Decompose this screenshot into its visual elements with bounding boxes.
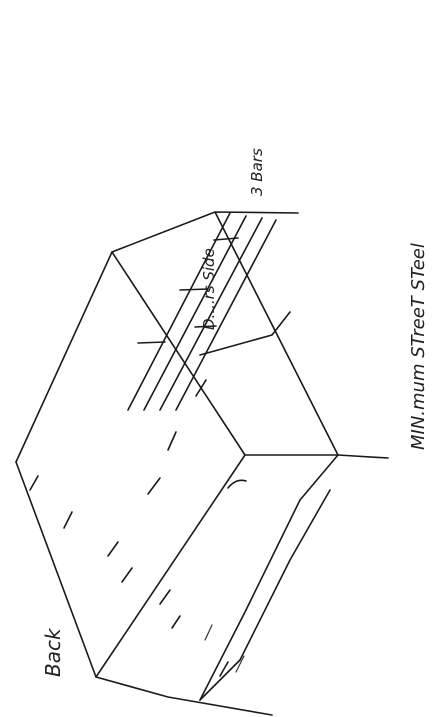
three-bars-label: 3 Bars [248, 148, 266, 196]
back-label: Back [41, 627, 65, 677]
drivers-side-label: D....rs Side [200, 248, 218, 330]
minimum-street-steel-label: MIN.mum STreeT STeel [408, 243, 429, 450]
